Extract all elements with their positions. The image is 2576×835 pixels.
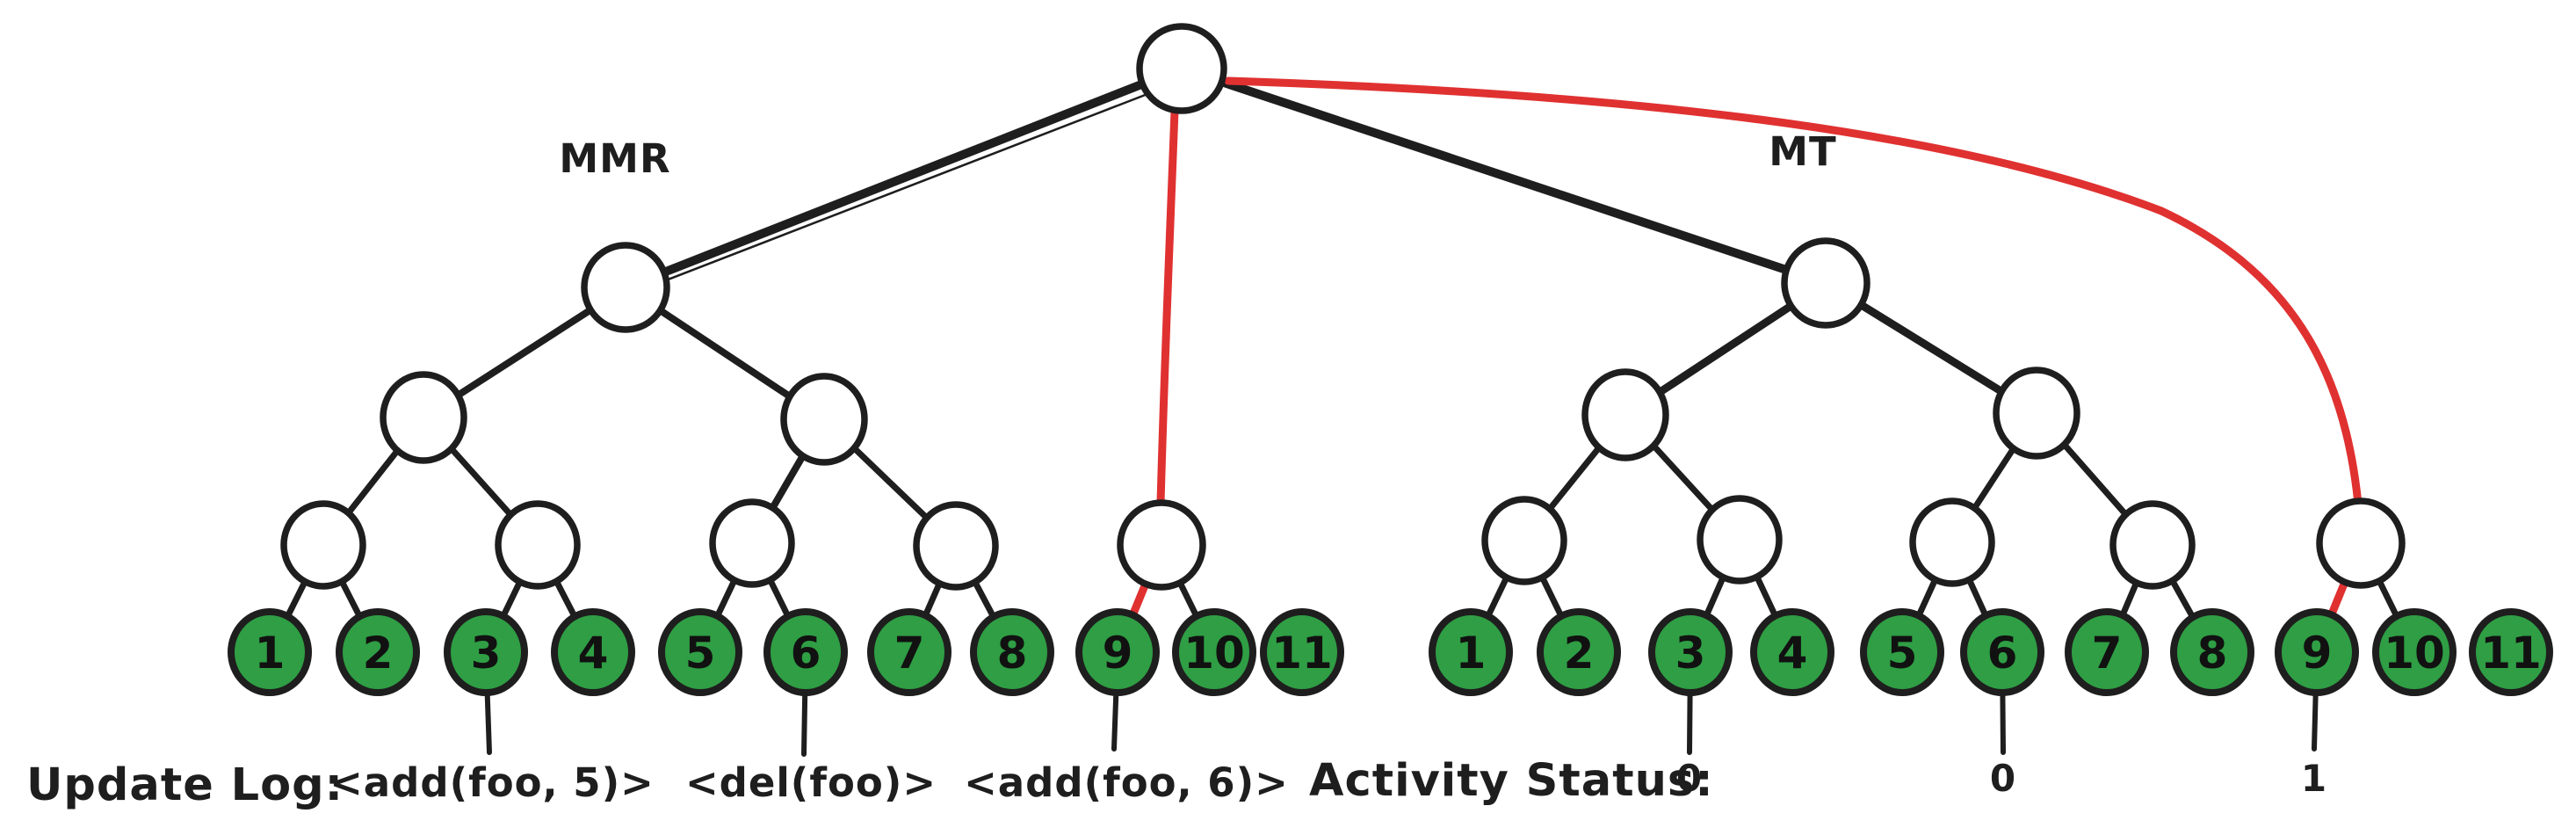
tree-node — [1581, 368, 1669, 461]
mmr-leaf-node-8 — [970, 608, 1054, 696]
mt-leaf-node-7 — [2065, 608, 2149, 696]
mt-leaf-row: 1 2 3 4 5 6 7 8 9 10 11 — [1429, 608, 2553, 696]
mmr-label: MMR — [559, 135, 670, 182]
tree-node — [380, 371, 467, 464]
mt-leaf-node-9 — [2275, 608, 2359, 696]
mt-leaf-node-11 — [2469, 608, 2553, 696]
tree-node — [280, 500, 366, 590]
tree-node — [780, 373, 868, 466]
mt-leaf-label-2: 2 — [1564, 628, 1595, 679]
tree-node-mmr-apex — [581, 242, 670, 333]
mt-leaf-node-8 — [2170, 608, 2254, 696]
mmr-leaf-node-2 — [336, 608, 420, 696]
mt-leaf-label-1: 1 — [1456, 628, 1487, 679]
tree-node-global-root — [1136, 23, 1227, 114]
mmr-leaf-node-5 — [658, 608, 742, 696]
edge-root-mmr-double — [657, 82, 1176, 285]
red-edge-root-to-mt-910 — [1224, 76, 2365, 542]
internal-nodes — [280, 23, 2406, 591]
mmr-leaf-label-9: 9 — [1103, 628, 1133, 679]
mt-leaf-label-8: 8 — [2197, 628, 2228, 679]
mmr-leaf-label-7: 7 — [894, 628, 925, 679]
mmr-leaf-label-11: 11 — [1271, 628, 1333, 679]
tree-node — [913, 501, 999, 591]
update-log-entry-3: <add(foo, 6)> — [964, 759, 1289, 806]
labels: MMR MT Update Log: <add(foo, 5)> <del(fo… — [26, 128, 2327, 811]
activity-status-value-2: 0 — [1990, 757, 2016, 800]
mt-leaf-node-2 — [1537, 608, 1621, 696]
mmr-leaf-node-4 — [551, 608, 635, 696]
mmr-leaf-label-10: 10 — [1183, 628, 1245, 679]
mmr-leaf-label-1: 1 — [255, 628, 286, 679]
update-log-entry-1: <add(foo, 5)> — [329, 759, 655, 806]
mt-leaf-node-5 — [1860, 608, 1944, 696]
mt-leaf-label-11: 11 — [2480, 628, 2542, 679]
mt-leaf-label-4: 4 — [1777, 628, 1808, 679]
mmr-leaf-node-7 — [867, 608, 952, 696]
mt-leaf-node-4 — [1750, 608, 1834, 696]
mt-leaf-node-3 — [1648, 608, 1733, 696]
mt-leaf-label-6: 6 — [1987, 628, 2018, 679]
update-log-entry-2: <del(foo)> — [685, 759, 937, 806]
tree-node-mmr-910-parent — [1117, 499, 1206, 591]
tree-node — [495, 500, 581, 590]
mt-label: MT — [1769, 128, 1836, 175]
mmr-leaf-node-1 — [228, 608, 312, 696]
mmr-leaf-row: 1 2 3 4 5 6 7 8 9 10 11 — [228, 608, 1344, 696]
mt-leaf-label-9: 9 — [2302, 628, 2333, 679]
edge-root-mt — [1177, 64, 1830, 287]
tree-node — [2109, 500, 2196, 590]
tree-node — [1909, 497, 1995, 587]
mt-leaf-label-10: 10 — [2384, 628, 2445, 679]
mmr-leaf-node-3 — [444, 608, 528, 696]
mmr-leaf-node-6 — [763, 608, 848, 696]
mt-leaf-node-10 — [2372, 608, 2457, 696]
tree-node — [1993, 367, 2080, 460]
tree-node-mt-apex — [1781, 237, 1870, 329]
mmr-leaf-label-3: 3 — [471, 628, 502, 679]
tree-node — [1697, 495, 1783, 584]
mmr-leaf-node-11 — [1260, 608, 1344, 696]
mt-leaf-label-3: 3 — [1675, 628, 1706, 679]
mmr-leaf-node-10 — [1172, 608, 1256, 696]
activity-status-label: Activity Status: — [1309, 755, 1714, 807]
activity-status-value-3: 1 — [2301, 757, 2327, 800]
mt-leaf-label-7: 7 — [2092, 628, 2123, 679]
mmr-leaf-label-4: 4 — [578, 628, 609, 679]
mt-leaf-node-1 — [1429, 608, 1513, 696]
mt-leaf-node-6 — [1960, 608, 2044, 696]
mmr-leaf-label-6: 6 — [791, 628, 821, 679]
tree-node — [709, 498, 795, 588]
red-edge-root-to-mmr-910 — [1155, 84, 1180, 542]
tree-node-mt-910-parent — [2316, 497, 2406, 589]
mt-leaf-label-5: 5 — [1887, 628, 1918, 679]
mmr-leaf-node-9 — [1075, 608, 1160, 696]
tree-node — [1481, 496, 1567, 585]
edge-root-mmr — [621, 64, 1186, 292]
activity-status-value-1: 0 — [1676, 757, 1703, 800]
mmr-leaf-label-5: 5 — [685, 628, 716, 679]
mmr-leaf-label-8: 8 — [997, 628, 1028, 679]
mmr-leaf-label-2: 2 — [363, 628, 394, 679]
update-log-label: Update Log: — [26, 759, 344, 811]
